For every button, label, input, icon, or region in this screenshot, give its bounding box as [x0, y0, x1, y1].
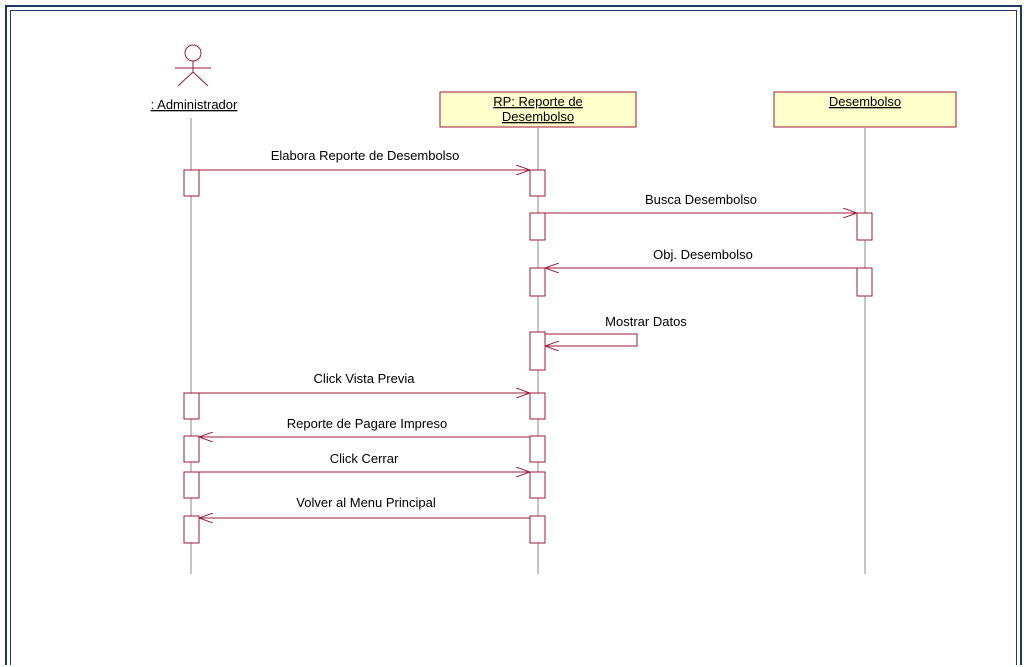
self-message-arrow — [545, 333, 638, 346]
activation-bar — [183, 471, 200, 499]
message-label: Volver al Menu Principal — [296, 495, 436, 510]
actor-label: : Administrador — [151, 97, 238, 112]
object-box-desembolso: Desembolso — [773, 91, 957, 128]
message-label: Obj. Desembolso — [653, 247, 753, 262]
message-label: Busca Desembolso — [645, 192, 757, 207]
message-label: Mostrar Datos — [605, 314, 687, 329]
activation-bar — [529, 515, 546, 544]
activation-bar — [183, 515, 200, 544]
activation-bar — [529, 267, 546, 297]
message-label: Click Vista Previa — [314, 371, 416, 386]
object-box-rp-reporte: RP: Reporte de Desembolso — [439, 91, 637, 128]
activation-bar — [529, 331, 546, 371]
message-label: Elabora Reporte de Desembolso — [271, 148, 460, 163]
activation-bar — [856, 267, 873, 297]
activation-bar — [183, 392, 200, 420]
activation-bar — [183, 435, 200, 463]
actor-administrador: : Administrador — [151, 44, 238, 112]
object-label-line1: RP: Reporte de — [493, 94, 583, 109]
activation-bar — [529, 169, 546, 197]
object-label: Desembolso — [829, 94, 901, 109]
diagram-frame-inner — [10, 10, 1017, 665]
activation-bar — [856, 212, 873, 241]
activation-bar — [183, 169, 200, 197]
activation-bar — [529, 471, 546, 499]
message-label: Click Cerrar — [330, 451, 399, 466]
object-label-line2: Desembolso — [502, 109, 574, 124]
activation-bar — [529, 392, 546, 420]
activation-bar — [529, 212, 546, 241]
actor-stick-figure-icon — [175, 44, 211, 87]
activation-bar — [529, 435, 546, 463]
message-label: Reporte de Pagare Impreso — [287, 416, 447, 431]
